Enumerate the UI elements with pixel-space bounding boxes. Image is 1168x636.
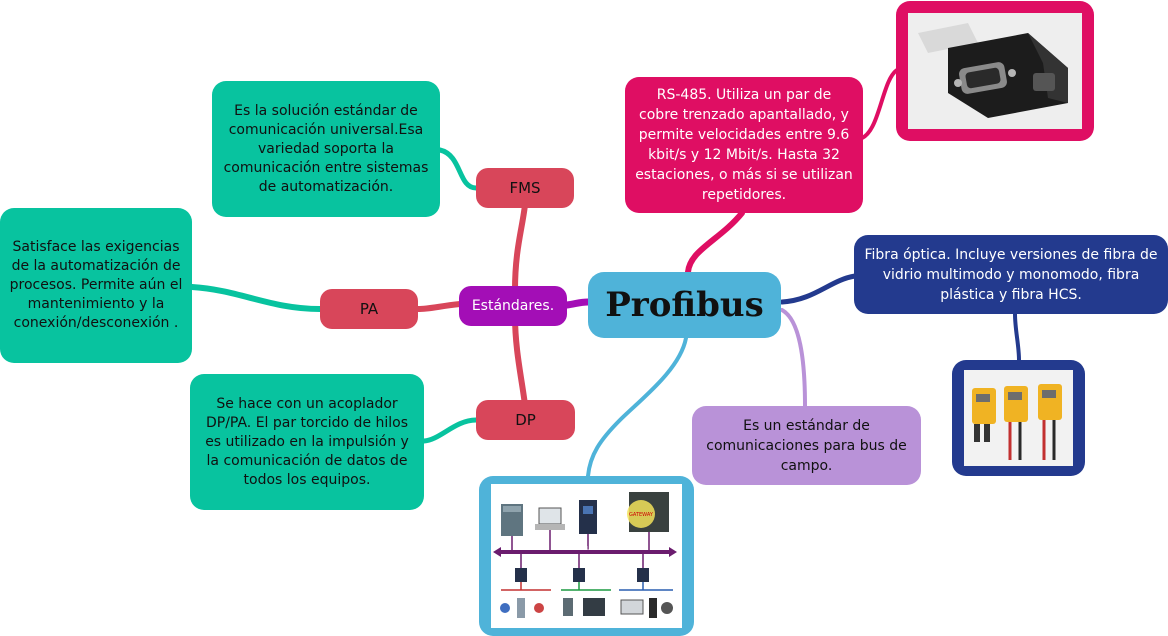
central-topic-label: Profibus — [605, 285, 764, 325]
dp-node[interactable]: DP — [476, 400, 575, 440]
fms-description[interactable]: Es la solución estándar de comunicación … — [212, 81, 440, 217]
fibra-description-text: Fibra óptica. Incluye versiones de fibra… — [864, 246, 1158, 303]
db9-connector-picture — [908, 13, 1082, 129]
fms-node[interactable]: FMS — [476, 168, 574, 208]
central-topic[interactable]: Profibus — [588, 272, 781, 338]
bus-description[interactable]: Es un estándar de comunicaciones para bu… — [692, 406, 921, 485]
connector-image-frame[interactable] — [896, 1, 1094, 141]
pa-description-text: Satisface las exigencias de la automatiz… — [9, 239, 183, 331]
fibra-description[interactable]: Fibra óptica. Incluye versiones de fibra… — [854, 235, 1168, 314]
fms-description-text: Es la solución estándar de comunicación … — [223, 102, 429, 195]
bus-description-text: Es un estándar de comunicaciones para bu… — [706, 417, 907, 474]
rs485-description-text: RS-485. Utiliza un par de cobre trenzado… — [635, 87, 853, 203]
fiber-image — [964, 370, 1073, 466]
rs485-description[interactable]: RS-485. Utiliza un par de cobre trenzado… — [625, 77, 863, 213]
profibus-network-picture: GATEWAY PROFIBUS DP — [491, 484, 682, 628]
fiber-connectors-picture — [964, 370, 1073, 466]
estandares-label: Estándares. — [471, 298, 555, 314]
estandares-node[interactable]: Estándares. — [459, 286, 567, 326]
pa-label: PA — [359, 300, 379, 318]
network-image-frame[interactable]: GATEWAY PROFIBUS DP — [479, 476, 694, 636]
bus-label: PROFIBUS DP — [568, 546, 602, 552]
svg-text:GATEWAY: GATEWAY — [629, 512, 654, 518]
dp-description[interactable]: Se hace con un acoplador DP/PA. El par t… — [190, 374, 424, 510]
pa-description[interactable]: Satisface las exigencias de la automatiz… — [0, 208, 192, 363]
pa-node[interactable]: PA — [320, 289, 418, 329]
connector-image — [908, 13, 1082, 129]
fms-label: FMS — [509, 179, 541, 197]
dp-label: DP — [515, 411, 536, 429]
dp-description-text: Se hace con un acoplador DP/PA. El par t… — [205, 395, 409, 488]
network-image: GATEWAY PROFIBUS DP — [491, 484, 682, 628]
fiber-image-frame[interactable] — [952, 360, 1085, 476]
